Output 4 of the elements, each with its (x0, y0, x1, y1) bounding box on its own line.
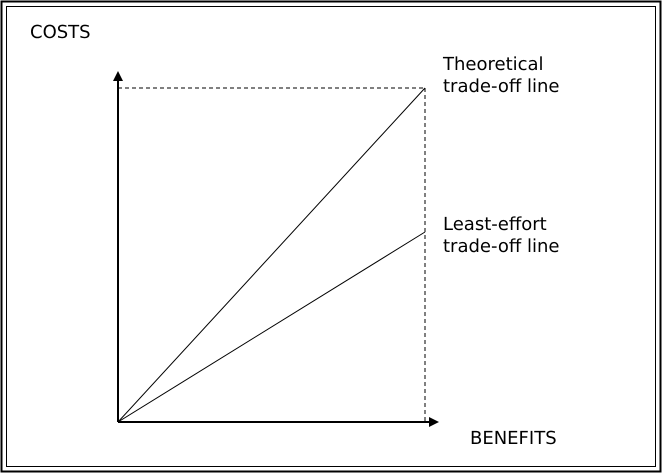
line-label: Least-effort trade-off line (443, 214, 560, 258)
axis-label: COSTS (30, 22, 91, 44)
line-label: Theoretical trade-off line (443, 54, 560, 98)
axis-label: BENEFITS (470, 428, 557, 450)
